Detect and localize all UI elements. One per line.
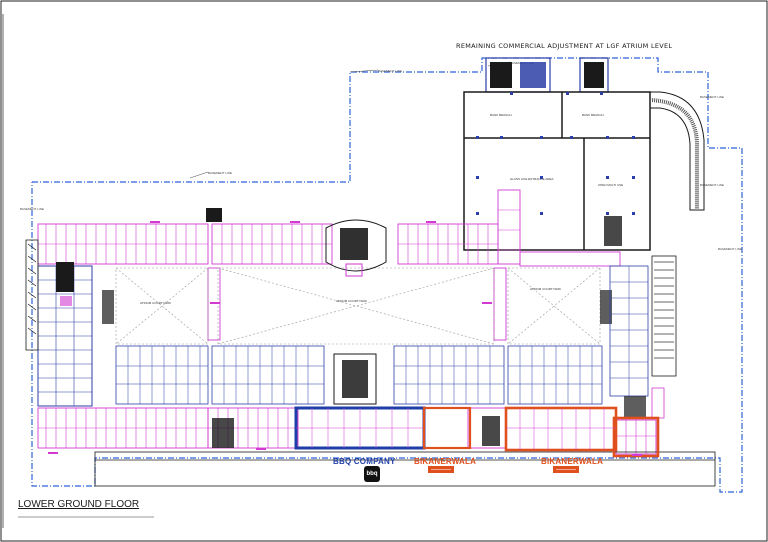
bbq-company-label: BBQ COMPANY	[333, 457, 396, 466]
svg-text:BASEMENT LINE: BASEMENT LINE	[378, 69, 402, 73]
column-grid	[476, 92, 635, 215]
north-commercial-block	[463, 91, 651, 251]
central-escalator	[102, 208, 622, 448]
west-service-block	[25, 239, 93, 407]
zone-markers	[48, 221, 642, 456]
svg-text:BASEMENT LINE: BASEMENT LINE	[718, 247, 742, 251]
east-stair-strip	[624, 255, 677, 419]
basement-boundary-line	[31, 57, 743, 493]
svg-text:OPEN MULTI USE: OPEN MULTI USE	[598, 183, 623, 187]
svg-text:BASEMENT LINE: BASEMENT LINE	[700, 95, 724, 99]
bikanerwala-label-1: BIKANERWALA	[414, 457, 477, 466]
top-note: REMAINING COMMERCIAL ADJUSTMENT AT LGF A…	[456, 42, 673, 50]
svg-text:BASEMENT LINE: BASEMENT LINE	[700, 183, 724, 187]
atrium-left	[115, 267, 209, 345]
kiosk-partitions	[116, 266, 648, 404]
svg-text:BANK BRANCH: BANK BRANCH	[490, 113, 512, 117]
bikanerwala-label-2: BIKANERWALA	[541, 457, 604, 466]
svg-text:ATRIUM COURTYARD: ATRIUM COURTYARD	[336, 299, 368, 303]
svg-text:BASEMENT LINE: BASEMENT LINE	[420, 457, 444, 461]
svg-text:ATRIUM COURTYARD: ATRIUM COURTYARD	[140, 301, 172, 305]
east-curved-ramp	[649, 91, 705, 211]
svg-text:BASEMENT LINE: BASEMENT LINE	[20, 207, 44, 211]
bikanerwala-highlight-1	[422, 406, 472, 450]
floor-label: LOWER GROUND FLOOR	[18, 499, 140, 510]
svg-text:GLASS LIKE ENTRANCE AREA: GLASS LIKE ENTRANCE AREA	[510, 177, 554, 181]
bikanerwala-highlight-2	[504, 406, 618, 452]
svg-text:BANK BRANCH: BANK BRANCH	[582, 113, 604, 117]
shop-partitions	[38, 209, 656, 454]
svg-text:BASEMENT LINE: BASEMENT LINE	[208, 171, 232, 175]
top-stair-block	[485, 57, 609, 93]
atrium-right	[507, 267, 601, 345]
svg-text:ATRIUM COURTYARD: ATRIUM COURTYARD	[530, 287, 562, 291]
bottom-lobby	[94, 451, 716, 487]
atrium-center	[217, 267, 495, 345]
bbq-logo-icon: bbq	[364, 466, 380, 482]
